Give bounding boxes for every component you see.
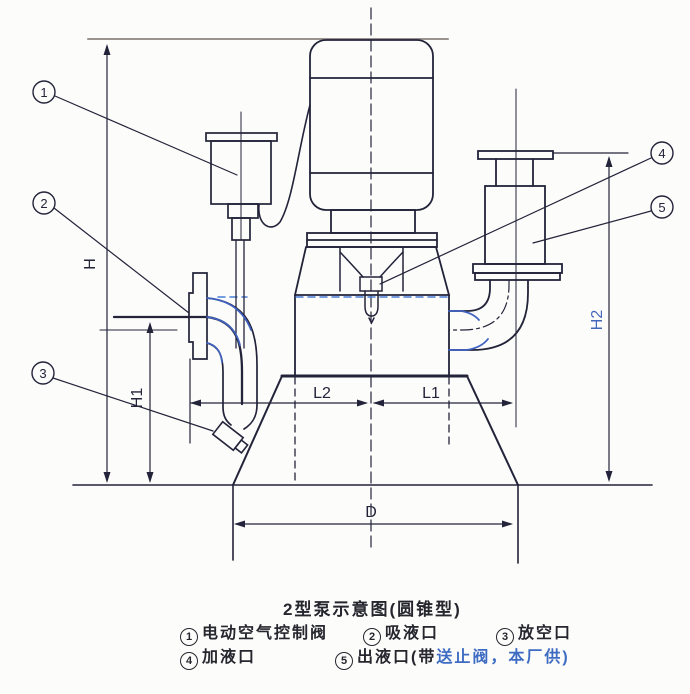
dim-label-h1: H1 bbox=[129, 388, 146, 409]
dimension-h bbox=[103, 44, 111, 483]
legend-label-2: 吸液口 bbox=[385, 625, 440, 642]
dim-label-h2: H2 bbox=[589, 310, 606, 331]
legend-num-2: 2 bbox=[363, 628, 381, 646]
plummet bbox=[364, 290, 379, 317]
motor-cable bbox=[258, 104, 311, 228]
callout-3-number: 3 bbox=[39, 366, 46, 381]
legend-num-1: 1 bbox=[180, 628, 198, 646]
dimension-h2 bbox=[552, 152, 629, 482]
diagram-title: 2型泵示意图(圆锥型) bbox=[283, 600, 462, 619]
callout-1-number: 1 bbox=[40, 85, 47, 100]
dimension-l1 bbox=[373, 399, 513, 407]
dimension-d bbox=[234, 520, 513, 528]
air-control-valve bbox=[205, 111, 278, 349]
legend-label-3: 放空口 bbox=[518, 625, 573, 642]
suction-elbow-inner bbox=[206, 342, 232, 426]
callout-circles bbox=[31, 80, 674, 385]
legend-label-4: 加液口 bbox=[202, 649, 257, 666]
callout-leaders bbox=[52, 95, 652, 432]
outlet-top-flange bbox=[477, 150, 554, 160]
callout-4-number: 4 bbox=[658, 146, 665, 161]
filling-port bbox=[359, 276, 383, 292]
legend-label-1: 电动空气控制阀 bbox=[202, 625, 329, 642]
dim-label-h: H bbox=[82, 258, 99, 270]
pump-casing bbox=[293, 246, 451, 376]
legend-num-4: 4 bbox=[180, 652, 198, 670]
motor-stand bbox=[330, 209, 416, 234]
dim-label-l1: L1 bbox=[422, 385, 440, 402]
dimension-l2 bbox=[189, 358, 368, 444]
callout-2-number: 2 bbox=[40, 196, 47, 211]
pump-diagram: H H1 H2 L2 L1 D 1 2 3 4 5 bbox=[31, 7, 674, 564]
filling-port-assembly bbox=[339, 246, 404, 325]
check-valve-body bbox=[484, 185, 546, 265]
outlet-elbow-inner bbox=[448, 279, 491, 312]
legend-num-5: 5 bbox=[335, 652, 353, 670]
vent-fitting bbox=[211, 420, 249, 454]
conical-tank bbox=[232, 374, 519, 564]
dim-label-d: D bbox=[365, 504, 377, 521]
outlet-elbow-outer bbox=[448, 279, 529, 351]
dimension-h1 bbox=[146, 322, 154, 483]
suction-flange bbox=[188, 272, 208, 360]
suction-assembly bbox=[99, 272, 258, 430]
legend-label-5: 出液口(带 bbox=[357, 649, 437, 666]
outlet-assembly bbox=[448, 88, 563, 428]
legend-num-3: 3 bbox=[496, 628, 514, 646]
legend-label-5-note: 送止阀，本厂供) bbox=[436, 649, 570, 666]
callout-5-number: 5 bbox=[658, 200, 665, 215]
motor bbox=[306, 39, 438, 248]
dim-label-l2: L2 bbox=[313, 385, 331, 402]
